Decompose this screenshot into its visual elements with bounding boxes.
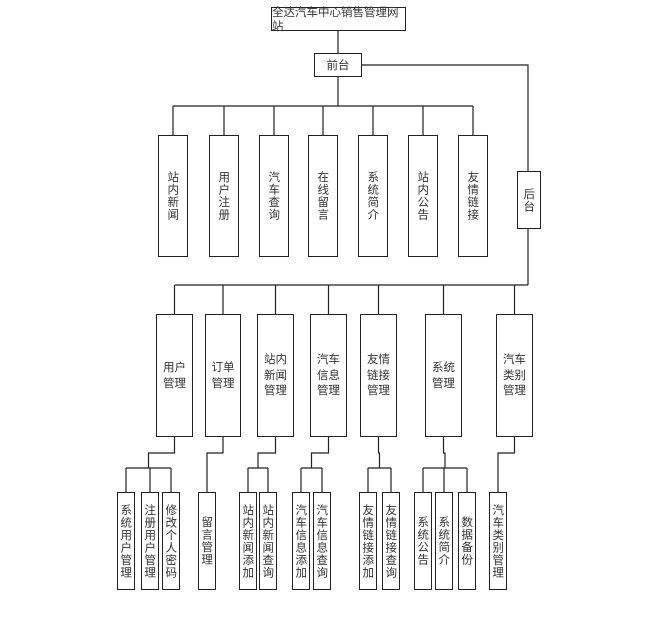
front-item-label: 在线留言 <box>316 171 331 221</box>
function-item-label: 修改个人密码 <box>164 503 179 579</box>
function-item-box: 汽车类别管理 <box>489 492 507 590</box>
function-item-box: 系统简介 <box>435 492 453 590</box>
connector-line <box>362 64 529 171</box>
front-item-label: 站内公告 <box>416 171 431 221</box>
back-box: 后台 <box>517 171 541 229</box>
back-module-label: 用户管理 <box>162 359 186 390</box>
front-box: 前台 <box>314 53 362 77</box>
back-label: 后台 <box>522 187 537 213</box>
back-module-label: 汽车信息管理 <box>316 352 340 398</box>
back-module-label: 订单管理 <box>211 359 235 390</box>
front-item-label: 站内新闻 <box>166 171 181 221</box>
back-module-box: 汽车类别管理 <box>496 314 533 437</box>
back-module-box: 友情链接管理 <box>360 314 397 437</box>
function-item-label: 留言管理 <box>200 516 215 566</box>
function-item-label: 汽车信息添加 <box>294 503 309 579</box>
front-item-label: 汽车查询 <box>267 171 282 221</box>
function-item-box: 友情链接添加 <box>359 492 377 590</box>
function-item-box: 留言管理 <box>198 492 216 590</box>
front-item-box: 系统简介 <box>358 135 388 257</box>
back-module-box: 订单管理 <box>205 314 241 437</box>
front-item-box: 友情链接 <box>458 135 488 257</box>
front-item-box: 站内公告 <box>408 135 438 257</box>
back-module-box: 汽车信息管理 <box>310 314 347 437</box>
function-item-box: 汽车信息查询 <box>313 492 331 590</box>
back-module-box: 用户管理 <box>156 314 193 437</box>
title-box: 全达汽车中心销售管理网站 <box>271 4 406 33</box>
function-item-box: 汽车信息添加 <box>292 492 310 590</box>
connector-line <box>442 437 446 468</box>
function-item-label: 系统公告 <box>416 516 431 566</box>
front-item-label: 系统简介 <box>366 171 381 221</box>
function-item-box: 友情链接查询 <box>382 492 400 590</box>
function-item-label: 系统简介 <box>437 516 452 566</box>
function-item-box: 站内新闻查询 <box>259 492 277 590</box>
function-item-label: 友情链接查询 <box>384 503 399 579</box>
function-item-box: 站内新闻添加 <box>239 492 257 590</box>
function-item-box: 系统公告 <box>414 492 432 590</box>
front-item-label: 用户注册 <box>217 171 232 221</box>
connector-line <box>147 437 176 468</box>
front-item-box: 在线留言 <box>308 135 338 257</box>
back-module-label: 站内新闻管理 <box>263 352 287 398</box>
function-item-label: 友情链接添加 <box>361 503 376 579</box>
function-item-box: 数据备份 <box>458 492 476 590</box>
function-item-label: 汽车信息查询 <box>315 503 330 579</box>
title-label: 全达汽车中心销售管理网站 <box>272 4 399 33</box>
function-item-box: 注册用户管理 <box>141 492 159 590</box>
function-item-label: 站内新闻查询 <box>261 503 276 579</box>
front-label: 前台 <box>326 57 350 72</box>
function-item-label: 数据备份 <box>460 516 475 566</box>
function-item-label: 注册用户管理 <box>143 503 158 579</box>
connector-line <box>497 437 516 468</box>
front-item-label: 友情链接 <box>466 171 481 221</box>
function-item-label: 站内新闻添加 <box>241 503 256 579</box>
front-item-box: 站内新闻 <box>158 135 188 257</box>
function-item-box: 系统用户管理 <box>117 492 135 590</box>
connector-line <box>206 437 224 468</box>
front-item-box: 汽车查询 <box>259 135 289 257</box>
back-module-label: 友情链接管理 <box>366 352 390 398</box>
function-item-label: 系统用户管理 <box>119 503 134 579</box>
back-module-box: 系统管理 <box>425 314 462 437</box>
front-item-box: 用户注册 <box>209 135 239 257</box>
connector-line <box>377 437 381 468</box>
connector-line <box>257 437 277 468</box>
connector-line <box>310 437 330 468</box>
back-module-box: 站内新闻管理 <box>257 314 294 437</box>
function-item-box: 修改个人密码 <box>162 492 180 590</box>
function-item-label: 汽车类别管理 <box>491 503 506 579</box>
back-module-label: 系统管理 <box>431 359 455 390</box>
back-module-label: 汽车类别管理 <box>502 352 526 398</box>
